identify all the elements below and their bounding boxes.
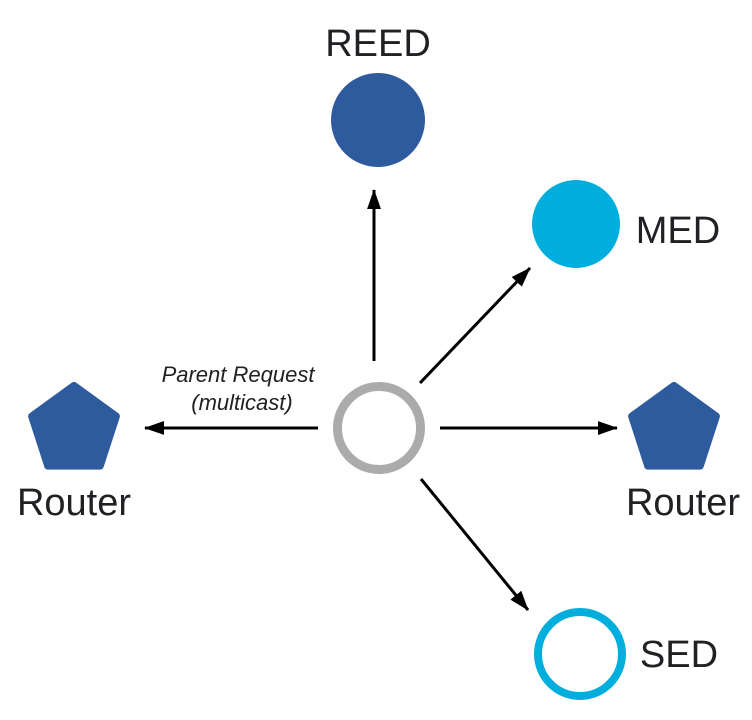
arrow-to-med: [418, 266, 532, 385]
node-router-right: Router: [626, 382, 740, 524]
multicast-arrows: [144, 189, 618, 611]
reed-label: REED: [325, 23, 431, 65]
sed-label: SED: [640, 634, 718, 676]
node-reed: REED: [325, 23, 431, 167]
router-right-label: Router: [626, 482, 740, 524]
parent-request-annotation: Parent Request (multicast): [162, 362, 316, 415]
node-center-child: [333, 382, 425, 474]
med-label: MED: [636, 210, 720, 252]
sed-circle: [534, 608, 626, 700]
node-router-left: Router: [17, 382, 131, 524]
router-right-pentagon: [628, 382, 720, 470]
router-left-pentagon: [28, 382, 120, 470]
node-sed: SED: [534, 608, 718, 700]
med-circle: [532, 180, 620, 268]
center-child-circle: [333, 382, 425, 474]
reed-circle: [331, 73, 425, 167]
arrow-to-sed: [419, 478, 530, 611]
router-left-label: Router: [17, 482, 131, 524]
annotation-line1: Parent Request: [162, 362, 316, 387]
annotation-line2: (multicast): [191, 390, 292, 415]
node-med: MED: [532, 180, 720, 268]
